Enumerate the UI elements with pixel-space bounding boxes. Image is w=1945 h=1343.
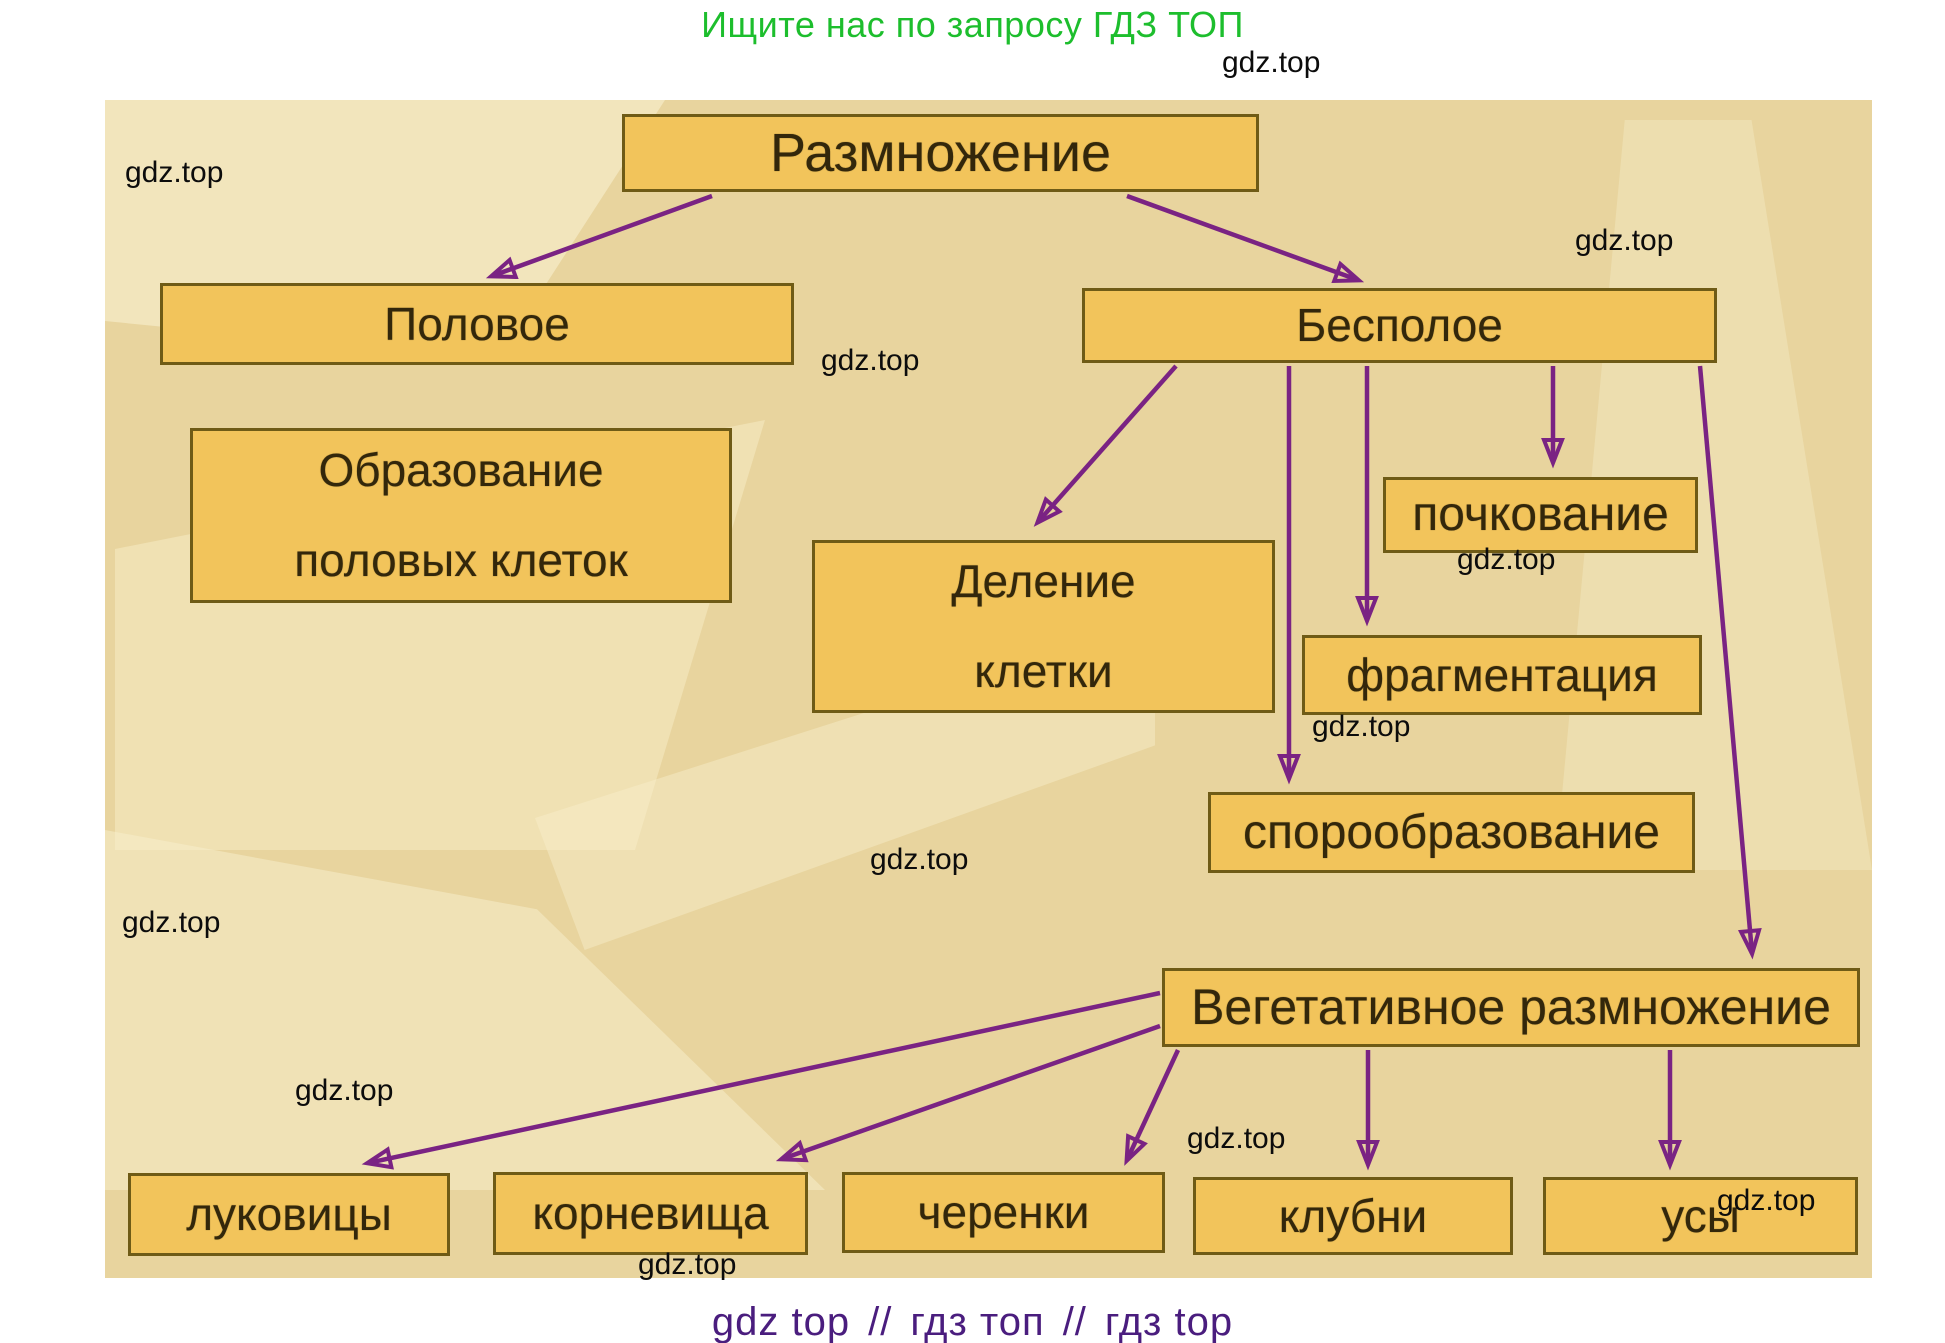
node-cherenki: черенки — [842, 1172, 1165, 1253]
node-vegetativnoe-razmnozhenie: Вегетативное размножение — [1162, 968, 1860, 1047]
node-usy: усы — [1543, 1177, 1858, 1255]
node-razmnozhenie: Размножение — [622, 114, 1259, 192]
watermark-gdz-top: gdz.top — [1575, 224, 1674, 257]
node-lukovicy: луковицы — [128, 1173, 450, 1256]
node-kornevishcha: корневища — [493, 1172, 808, 1255]
footer-watermark-line: gdz top // гдз топ // гдз top — [0, 1300, 1945, 1343]
watermark-gdz-top: gdz.top — [1457, 543, 1556, 576]
node-sporoobrazovanie: спорообразование — [1208, 792, 1695, 873]
promo-banner-text: Ищите нас по запросу ГДЗ ТОП — [701, 4, 1244, 45]
watermark-gdz-top: gdz.top — [870, 843, 969, 876]
watermark-gdz-top: gdz.top — [1222, 46, 1321, 79]
watermark-gdz-top: gdz.top — [1187, 1122, 1286, 1155]
node-polovoe: Половое — [160, 283, 794, 365]
footer-separator: // — [1062, 1300, 1087, 1343]
footer-separator: // — [868, 1300, 893, 1343]
watermark-gdz-top: gdz.top — [295, 1074, 394, 1107]
watermark-gdz-top: gdz.top — [638, 1248, 737, 1281]
footer-part: гдз топ — [910, 1300, 1045, 1343]
watermark-gdz-top: gdz.top — [125, 156, 224, 189]
watermark-gdz-top: gdz.top — [1312, 710, 1411, 743]
node-delenie-kletki: Деление клетки — [812, 540, 1275, 713]
node-fragmentacia: фрагментация — [1302, 635, 1702, 715]
watermark-gdz-top: gdz.top — [122, 906, 221, 939]
node-pochkovanie: почкование — [1383, 477, 1698, 553]
footer-part: gdz top — [711, 1300, 851, 1343]
node-bespoloe: Бесполое — [1082, 288, 1717, 363]
background-patch — [105, 830, 825, 1190]
footer-part: гдз top — [1104, 1300, 1234, 1343]
node-obrazovanie-polovyh-kletok: Образование половых клеток — [190, 428, 732, 603]
node-klubni: клубни — [1193, 1177, 1513, 1255]
watermark-gdz-top: gdz.top — [821, 344, 920, 377]
watermark-gdz-top: gdz.top — [1717, 1184, 1816, 1217]
